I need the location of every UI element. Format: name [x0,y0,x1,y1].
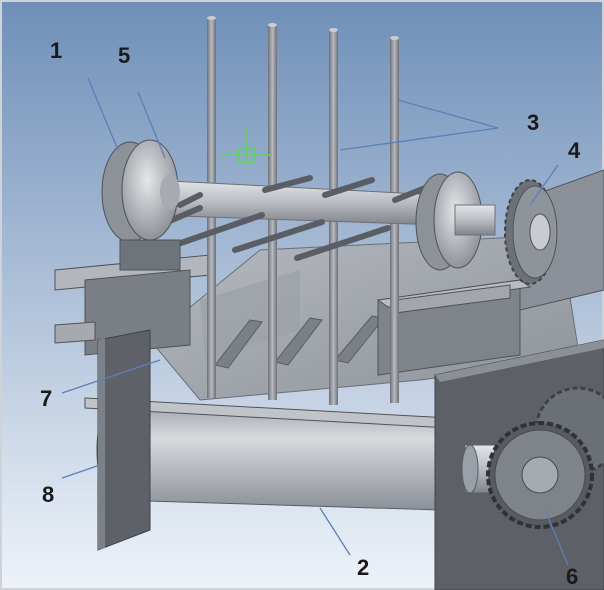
right-bracket [376,279,532,376]
leader-lines [61,77,569,566]
callout-6: 6 [566,564,579,589]
callout-4: 4 [568,138,581,163]
callout-2: 2 [357,555,370,580]
callout-7: 7 [40,386,53,411]
upper-sprocket [504,179,558,285]
callout-8: 8 [42,482,55,507]
callout-3: 3 [527,110,540,135]
lower-sprocket-front [486,421,594,529]
right-disc [415,171,496,271]
cad-axis-marker [220,130,272,165]
callout-5: 5 [118,43,131,68]
left-plate-face [98,338,105,550]
left-disc [101,139,181,271]
tray-slats [214,315,385,369]
callout-1: 1 [50,38,63,63]
left-side-plate [97,329,151,551]
right-plate-top [435,340,604,382]
